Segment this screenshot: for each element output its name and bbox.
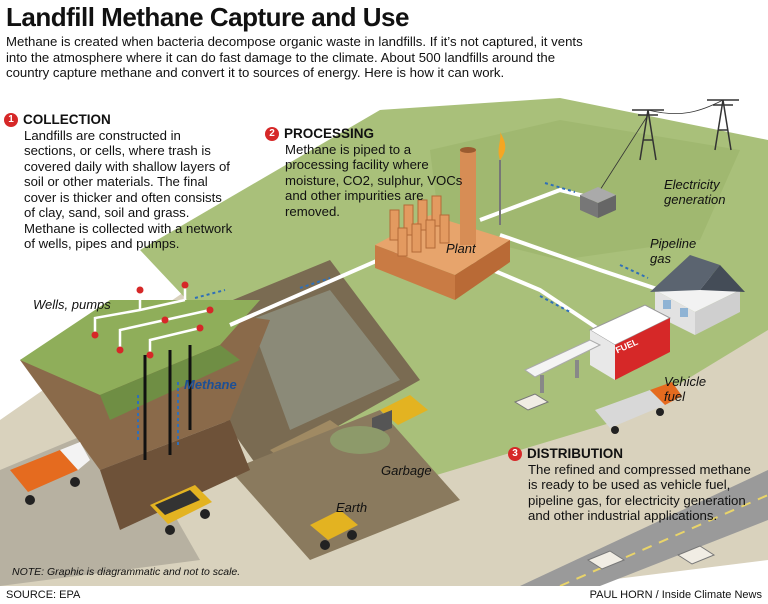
- step-processing: 2 PROCESSING Methane is piped to a proce…: [265, 126, 470, 219]
- bulldozer-bottom: [310, 510, 358, 550]
- garbage-pile: [330, 426, 390, 454]
- label-wells-pumps: Wells, pumps: [33, 297, 111, 312]
- pit-garbage: [250, 290, 400, 430]
- label-vehicle-fuel: Vehicle fuel: [664, 374, 707, 404]
- step-heading-label: PROCESSING: [284, 126, 375, 141]
- methane-arrows: [137, 380, 179, 445]
- label-pipeline-gas: Pipeline gas: [650, 236, 697, 266]
- mound-grass-top: [20, 300, 260, 395]
- step-number-badge: 1: [4, 112, 18, 127]
- grass-field-dark: [430, 120, 740, 260]
- step-collection-heading: 1 COLLECTION: [4, 112, 236, 128]
- highway: [520, 470, 768, 586]
- fuel-tanker: [595, 382, 682, 434]
- house: [650, 255, 745, 335]
- garbage-truck: [10, 442, 90, 505]
- power-towers: [599, 99, 739, 191]
- label-garbage: Garbage: [381, 463, 432, 478]
- flow-arrows: [194, 182, 649, 313]
- plant-tanks: [389, 195, 450, 257]
- label-earth: Earth: [336, 500, 368, 515]
- fuel-station: [524, 304, 672, 393]
- source-text: SOURCE: EPA: [6, 589, 81, 601]
- label-methane: Methane: [184, 377, 237, 392]
- credit-text: PAUL HORN / Inside Climate News: [589, 589, 762, 601]
- pipeline-to-house: [499, 233, 661, 292]
- intro-text: Methane is created when bacteria decompo…: [6, 34, 583, 80]
- footer: SOURCE: EPA PAUL HORN / Inside Climate N…: [0, 586, 768, 604]
- page-title: Landfill Methane Capture and Use: [6, 2, 409, 32]
- dump-truck: [150, 485, 212, 535]
- pit-floor: [230, 410, 460, 560]
- step-distribution-heading: 3 DISTRIBUTION: [508, 446, 763, 462]
- mound-brick-face: [100, 420, 250, 530]
- step-processing-text: Methane is piped to a processing facilit…: [285, 141, 463, 219]
- step-heading-label: DISTRIBUTION: [527, 446, 623, 461]
- label-plant: Plant: [446, 241, 476, 256]
- step-number-badge: 3: [508, 446, 522, 461]
- well-caps: [91, 281, 214, 359]
- step-distribution: 3 DISTRIBUTION The refined and compresse…: [508, 446, 763, 524]
- landfill-scene: [0, 98, 768, 586]
- methane-wells: [143, 345, 192, 460]
- step-collection: 1 COLLECTION Landfills are constructed i…: [4, 112, 236, 252]
- label-electricity: Electricity generation: [664, 177, 726, 207]
- step-processing-heading: 2 PROCESSING: [265, 126, 470, 142]
- note-text: NOTE: Graphic is diagrammatic and not to…: [12, 566, 241, 578]
- substation: [580, 187, 616, 218]
- step-collection-text: Landfills are constructed in sections, o…: [24, 127, 233, 252]
- step-number-badge: 2: [265, 126, 279, 141]
- step-heading-label: COLLECTION: [23, 112, 111, 127]
- cars: [513, 393, 716, 570]
- highway-line: [559, 494, 768, 586]
- step-distribution-text: The refined and compressed methane is re…: [528, 461, 751, 524]
